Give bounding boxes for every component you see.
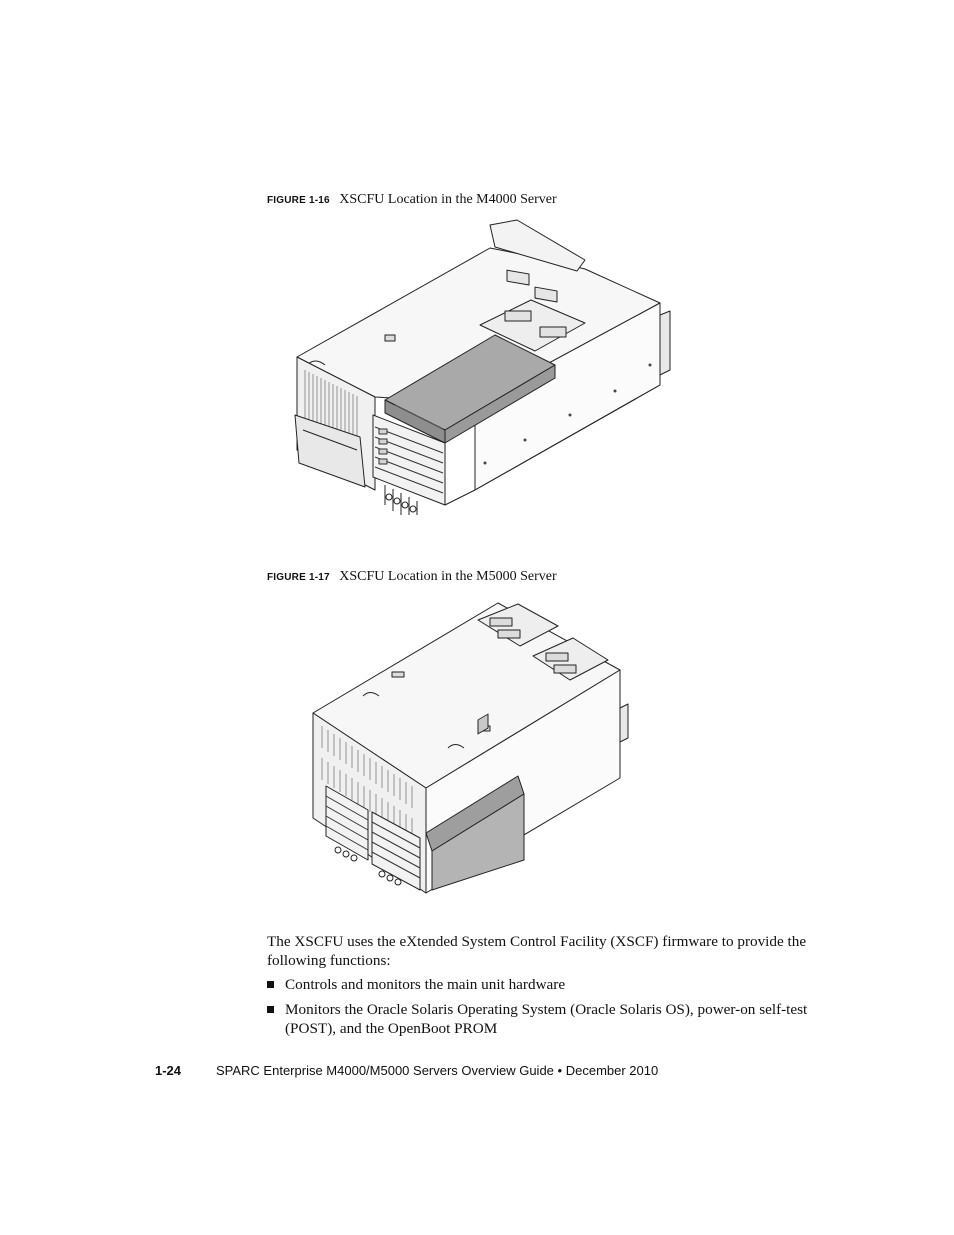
body-paragraph: The XSCFU uses the eXtended System Contr… — [267, 933, 807, 969]
figure-1-16-caption: FIGURE 1-16 XSCFU Location in the M4000 … — [267, 192, 557, 208]
footer-doc-info: SPARC Enterprise M4000/M5000 Servers Ove… — [216, 1063, 658, 1078]
list-item: Controls and monitors the main unit hard… — [267, 975, 837, 994]
footer-date: December 2010 — [565, 1063, 659, 1078]
figure-1-17-caption: FIGURE 1-17 XSCFU Location in the M5000 … — [267, 569, 557, 585]
figure-title: XSCFU Location in the M4000 Server — [339, 192, 557, 207]
list-item-text: Monitors the Oracle Solaris Operating Sy… — [285, 1001, 808, 1037]
m4000-server-illustration — [294, 219, 671, 515]
figure-label: FIGURE 1-17 — [267, 572, 330, 583]
footer-doc-title: SPARC Enterprise M4000/M5000 Servers Ove… — [216, 1063, 554, 1078]
bullet-marker — [267, 981, 274, 988]
function-list: Controls and monitors the main unit hard… — [267, 975, 837, 1044]
figure-label: FIGURE 1-16 — [267, 195, 330, 206]
figure-title: XSCFU Location in the M5000 Server — [339, 569, 557, 584]
bullet-marker — [267, 1006, 274, 1013]
footer-separator: • — [557, 1063, 563, 1078]
m5000-server-illustration — [312, 602, 629, 894]
list-item-text: Controls and monitors the main unit hard… — [285, 976, 566, 993]
footer-page-number: 1-24 — [155, 1063, 182, 1078]
list-item: Monitors the Oracle Solaris Operating Sy… — [267, 1000, 837, 1038]
